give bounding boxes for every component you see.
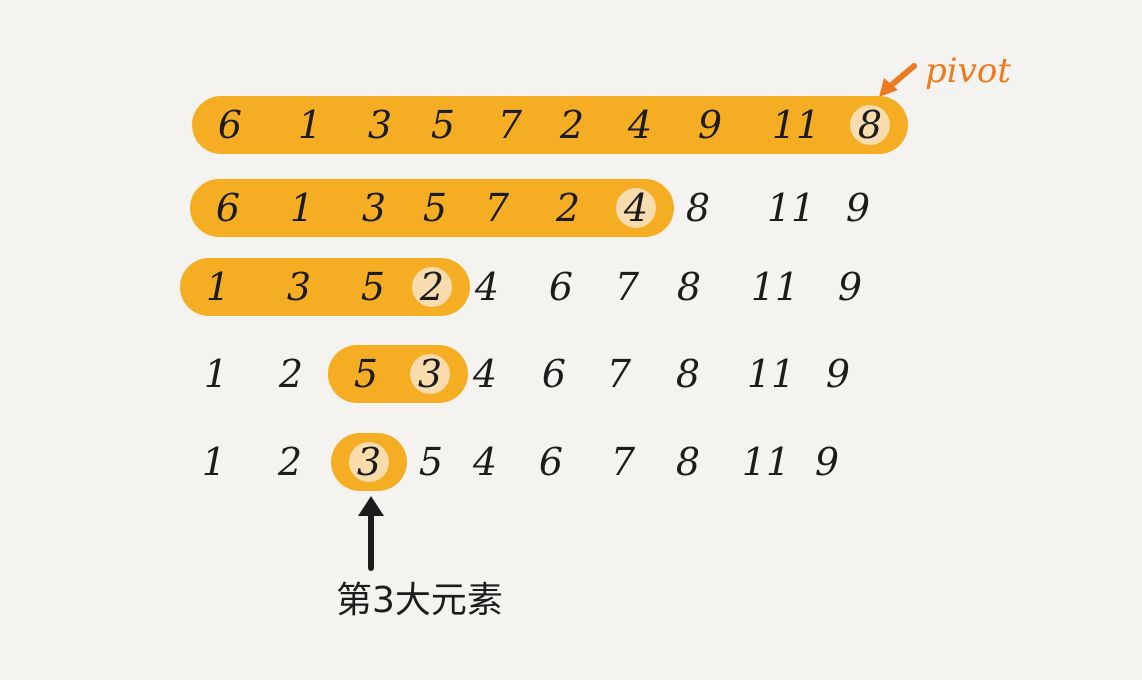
number-row-4-item-9: 11 — [747, 352, 795, 396]
number-row-1-item-3: 3 — [368, 103, 392, 147]
number-row-4-item-3: 5 — [354, 352, 378, 396]
number-row-4-item-10: 9 — [826, 352, 850, 396]
number-row-1-item-5: 7 — [498, 103, 523, 147]
number-row-5-item-2: 2 — [277, 440, 302, 484]
number-row-1-item-4: 5 — [431, 103, 455, 147]
pivot-circle-row-3 — [412, 267, 452, 307]
number-row-2-item-4: 5 — [423, 186, 447, 230]
highlight-band-row-2 — [190, 179, 674, 237]
number-row-2-item-10: 9 — [846, 186, 870, 230]
number-row-2-item-8: 8 — [686, 186, 710, 230]
number-row-5-item-4: 5 — [419, 440, 443, 484]
highlight-band-row-1 — [192, 96, 908, 154]
number-row-3-item-3: 5 — [361, 265, 385, 309]
number-row-5-item-3: 3 — [357, 440, 381, 484]
highlight-bands — [180, 96, 908, 491]
number-row-5-item-5: 4 — [472, 440, 497, 484]
number-row-4-item-1: 1 — [204, 352, 228, 396]
number-row-3-item-10: 9 — [838, 265, 862, 309]
pivot-circle-row-5 — [349, 442, 389, 482]
pivot-circle-row-1 — [850, 105, 890, 145]
number-row-3-item-7: 7 — [615, 265, 640, 309]
number-row-5-item-9: 11 — [742, 440, 790, 484]
number-row-1-item-7: 4 — [627, 103, 652, 147]
pivot-label: pivot — [925, 51, 1011, 91]
number-row-1-item-6: 2 — [559, 103, 584, 147]
number-row-2-item-9: 11 — [767, 186, 815, 230]
number-row-1-item-1: 6 — [218, 103, 242, 147]
number-row-5-item-10: 9 — [815, 440, 839, 484]
highlight-band-row-3 — [180, 258, 470, 316]
number-row-2-item-6: 2 — [555, 186, 580, 230]
pivot-circle-row-4 — [410, 354, 450, 394]
number-row-3-item-1: 1 — [206, 265, 230, 309]
number-row-2-item-3: 3 — [362, 186, 386, 230]
number-row-4-item-4: 3 — [418, 352, 442, 396]
number-row-1-item-2: 1 — [298, 103, 322, 147]
number-row-1-item-8: 9 — [698, 103, 722, 147]
number-row-5-item-8: 8 — [676, 440, 700, 484]
number-row-2-item-7: 4 — [623, 186, 648, 230]
pivot-circles — [349, 105, 890, 482]
number-row-3-item-9: 11 — [751, 265, 799, 309]
number-row-5-item-7: 7 — [611, 440, 636, 484]
number-row-1-item-10: 8 — [858, 103, 882, 147]
number-row-4-item-8: 8 — [676, 352, 700, 396]
number-row-2-item-2: 1 — [290, 186, 314, 230]
number-row-5-item-6: 6 — [539, 440, 563, 484]
answer-arrow-icon — [358, 496, 384, 571]
pivot-circle-row-2 — [616, 188, 656, 228]
number-row-3-item-4: 2 — [419, 265, 444, 309]
number-row-3-item-2: 3 — [287, 265, 311, 309]
number-row-1-item-9: 11 — [772, 103, 820, 147]
number-row-3-item-6: 6 — [549, 265, 573, 309]
number-row-2-item-1: 6 — [216, 186, 240, 230]
number-row-3-item-5: 4 — [474, 265, 499, 309]
number-row-4-item-2: 2 — [278, 352, 303, 396]
pivot-arrow-icon — [879, 63, 917, 97]
answer-caption: 第3大元素 — [336, 580, 503, 621]
number-row-4-item-6: 6 — [542, 352, 566, 396]
number-row-4-item-5: 4 — [472, 352, 497, 396]
number-row-4-item-7: 7 — [607, 352, 632, 396]
number-row-5-item-1: 1 — [202, 440, 226, 484]
number-row-3-item-8: 8 — [677, 265, 701, 309]
number-row-2-item-5: 7 — [485, 186, 510, 230]
